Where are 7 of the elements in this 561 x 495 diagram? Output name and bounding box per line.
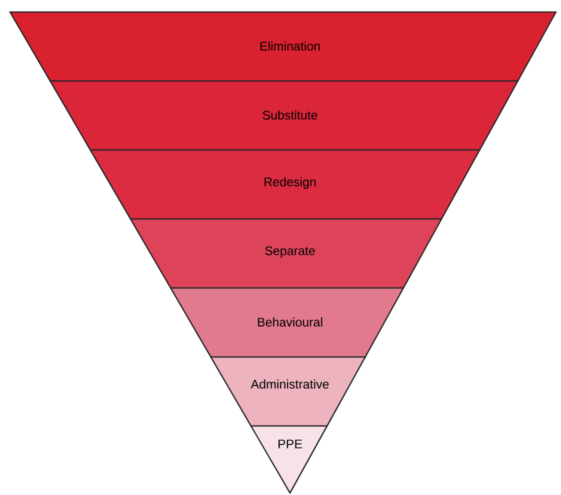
hierarchy-band: Elimination — [9, 11, 557, 82]
hierarchy-band: Substitute — [50, 80, 518, 151]
hierarchy-band: Administrative — [210, 356, 366, 427]
hierarchy-band: Redesign — [90, 149, 480, 220]
hierarchy-band: Separate — [130, 218, 442, 289]
hierarchy-band: PPE — [250, 425, 328, 494]
hierarchy-band: Behavioural — [170, 287, 404, 358]
